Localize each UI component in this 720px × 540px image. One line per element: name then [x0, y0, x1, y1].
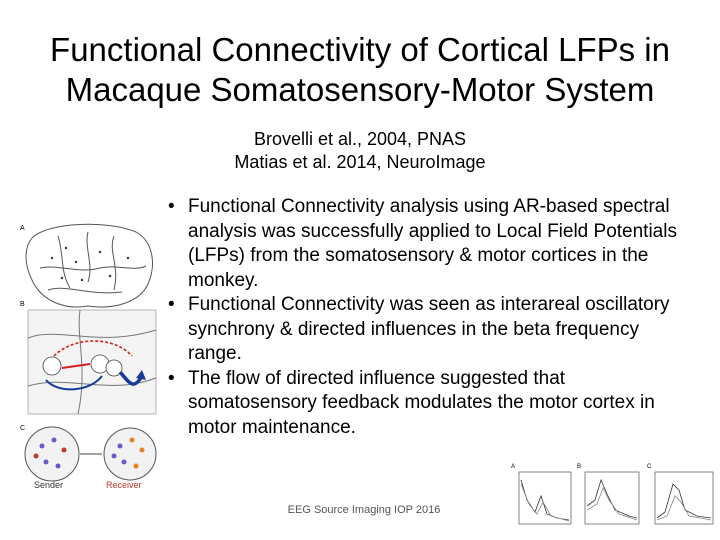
panel-label-b: B: [577, 464, 581, 470]
plot-a: [518, 471, 572, 525]
panel-label-a: A: [20, 225, 25, 232]
title-line-1: Functional Connectivity of Cortical LFPs…: [50, 31, 670, 68]
bullet-list: • Functional Connectivity analysis using…: [168, 195, 698, 440]
plot-c: [654, 471, 714, 525]
panel-label-c: C: [20, 425, 25, 432]
left-figure: A B C Se: [20, 223, 157, 490]
bullet-text: The flow of directed influence suggested…: [188, 367, 655, 438]
footer-text: EEG Source Imaging IOP 2016: [287, 504, 441, 516]
bullet-text: Functional Connectivity analysis using A…: [188, 196, 677, 291]
receiver-label: Receiver: [106, 480, 142, 490]
plot-b: [584, 471, 640, 525]
sender-circle: [24, 426, 80, 482]
slide-title: Functional Connectivity of Cortical LFPs…: [0, 30, 720, 111]
bullet-symbol: •: [168, 294, 175, 315]
brain-sketch: [25, 223, 153, 308]
electrode-dots: [50, 246, 130, 282]
citation-2: Matias et al. 2014, NeuroImage: [234, 152, 486, 172]
bullet-symbol: •: [168, 196, 175, 217]
cortex-schematic: [27, 309, 157, 415]
bullet-item: • Functional Connectivity was seen as in…: [168, 293, 698, 367]
panel-label-b: B: [20, 301, 25, 308]
bullet-text: Functional Connectivity was seen as inte…: [188, 294, 670, 364]
title-line-2: Macaque Somatosensory-Motor System: [65, 71, 655, 109]
citation-1: Brovelli et al., 2004, PNAS: [253, 129, 467, 149]
receiver-circle: [103, 427, 157, 481]
sender-label: Sender: [34, 480, 63, 490]
bullet-item: • Functional Connectivity analysis using…: [168, 195, 698, 293]
bullet-symbol: •: [168, 367, 175, 389]
panel-label-a: A: [511, 464, 515, 470]
citations: Brovelli et al., 2004, PNAS Matias et al…: [200, 128, 520, 174]
spectral-plots-figure: A B C: [511, 464, 714, 525]
panel-label-c: C: [647, 464, 652, 470]
bullet-item: • The flow of directed influence suggest…: [168, 367, 698, 441]
